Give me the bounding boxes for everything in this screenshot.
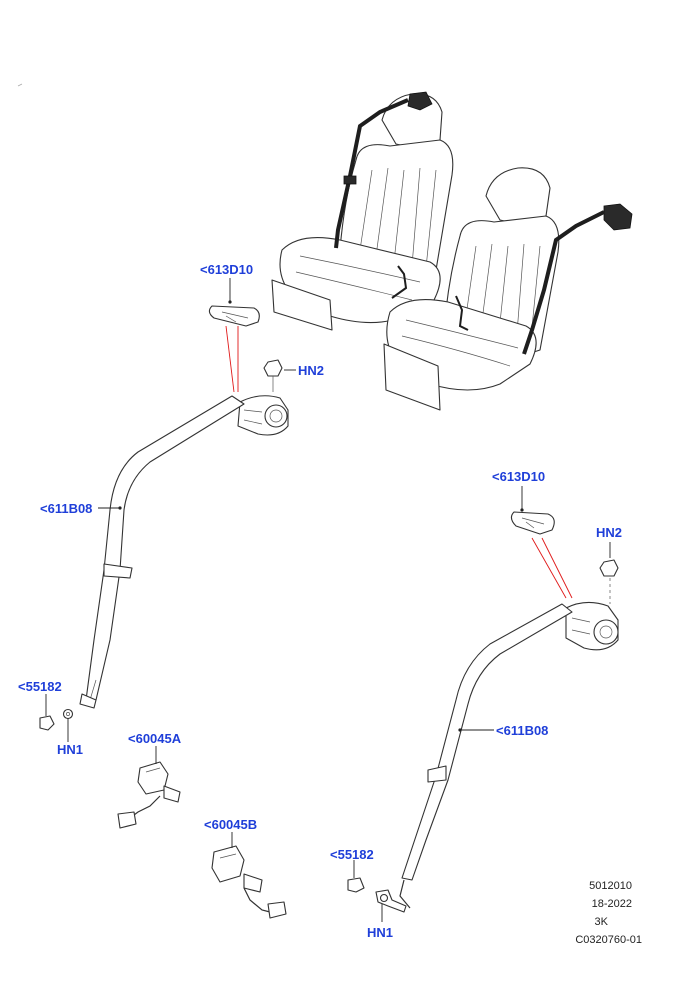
red-line-top-a	[225, 325, 235, 393]
callout-hn1-left[interactable]: HN1	[57, 742, 84, 757]
callout-613d10-top[interactable]: <613D10	[200, 262, 254, 277]
seat-left-belt	[334, 91, 433, 299]
callout-hn2-right[interactable]: HN2	[596, 525, 623, 540]
callout-60045a[interactable]: <60045A	[128, 731, 182, 746]
callout-60045b[interactable]: <60045B	[204, 817, 258, 832]
belt-guide-top	[208, 305, 260, 327]
belt-webbing-right	[399, 603, 573, 909]
meta-date: 18-2022	[591, 898, 632, 910]
seat-right-belt	[455, 203, 633, 355]
retractor-right	[565, 601, 619, 651]
anchor-right	[347, 877, 407, 913]
red-line-right-a	[531, 537, 567, 599]
seat-left-outline	[271, 93, 454, 331]
meta-illustration-id: C0320760-01	[575, 934, 642, 946]
callout-55182-right[interactable]: <55182	[330, 847, 374, 862]
bolt-hn2-right	[599, 559, 619, 604]
callout-613d10-right[interactable]: <613D10	[492, 469, 546, 484]
callout-611b08-right[interactable]: <611B08	[496, 723, 549, 738]
belt-guide-right	[510, 511, 555, 535]
anchor-left	[39, 693, 97, 731]
callout-hn1-right[interactable]: HN1	[367, 925, 394, 940]
stray-mark	[17, 83, 23, 87]
buckle-b	[211, 845, 287, 919]
meta-variant: 3K	[594, 916, 608, 928]
buckle-a	[117, 761, 181, 829]
seat-right-outline	[383, 167, 560, 411]
callout-55182-left[interactable]: <55182	[18, 679, 62, 694]
retractor-left	[237, 395, 289, 436]
belt-webbing-left	[85, 395, 245, 701]
red-line-right-b	[541, 537, 573, 599]
meta-code: 5012010	[589, 880, 632, 892]
callout-611b08-left[interactable]: <611B08	[40, 501, 93, 516]
bolt-hn2-top	[263, 359, 283, 392]
callout-hn2-top[interactable]: HN2	[298, 363, 325, 378]
